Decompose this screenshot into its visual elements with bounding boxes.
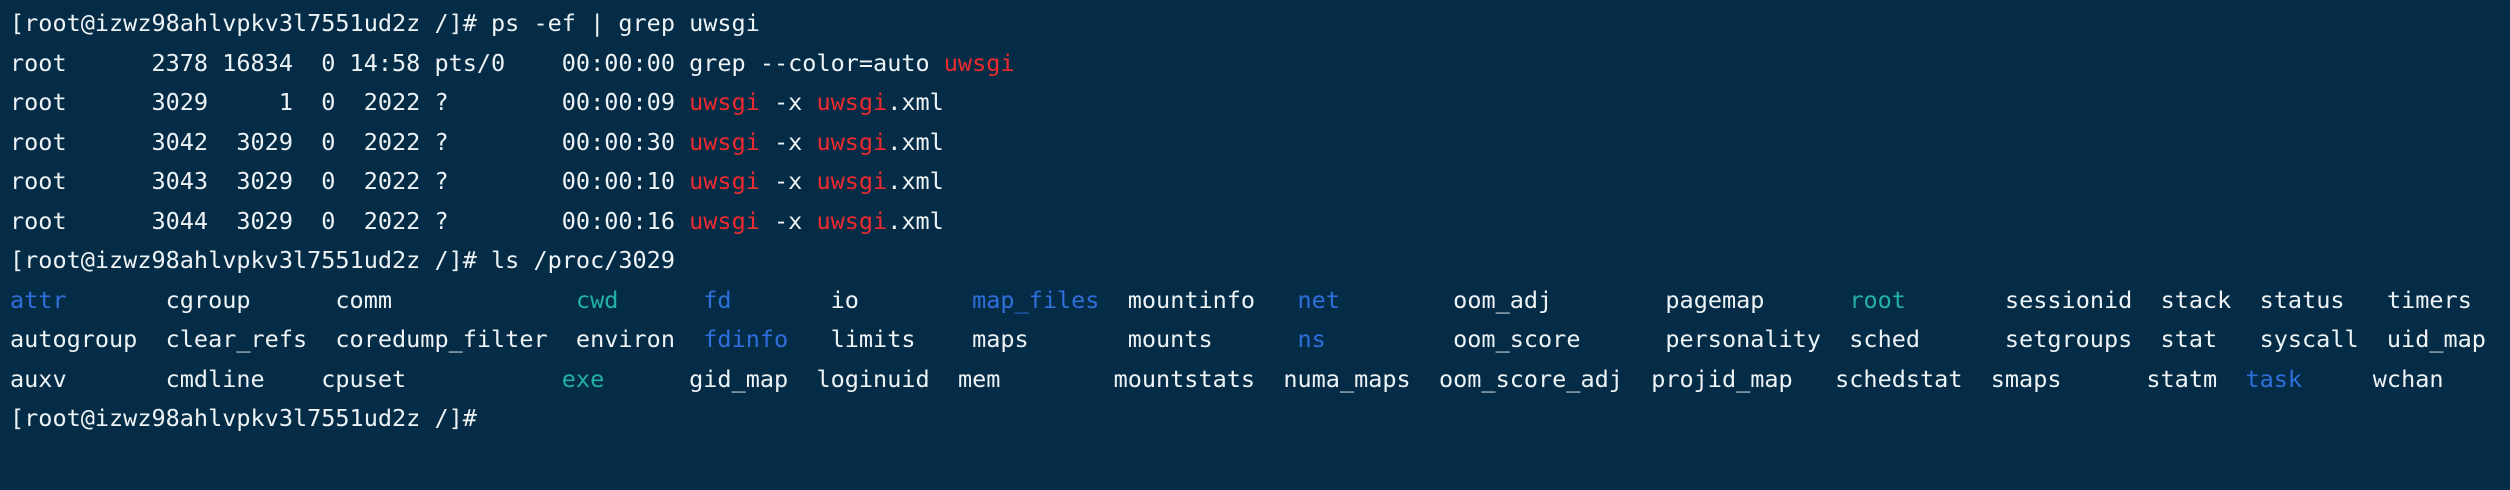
terminal-text-segment: oom_score personality sched setgroups st… (1325, 325, 2486, 353)
terminal-output: [root@izwz98ahlvpkv3l7551ud2z /]# ps -ef… (10, 4, 2510, 439)
terminal-text-segment: uwsgi (816, 167, 888, 195)
terminal-text-segment: mountinfo (1099, 285, 1298, 314)
terminal-text-segment: -x (759, 206, 817, 235)
terminal-text-segment: fdinfo (703, 325, 789, 353)
terminal-text-segment: uwsgi (689, 206, 760, 235)
terminal-text-segment: task (2245, 364, 2303, 393)
terminal-text-segment: .xml (887, 206, 944, 235)
ps-output-row-3042: root 3042 3029 0 2022 ? 00:00:30 uwsgi -… (10, 123, 2510, 163)
terminal-text-segment: -x (759, 127, 817, 156)
terminal-text-segment: -x (759, 88, 817, 116)
terminal-text-segment: fd (703, 285, 732, 314)
terminal-text-segment: wchan (2302, 364, 2444, 393)
terminal-text-segment: [root@izwz98ahlvpkv3l7551ud2z /]# ps -ef… (10, 9, 760, 37)
terminal-text-segment: root 3043 3029 0 2022 ? 00:00:10 (10, 167, 690, 195)
ls-output-row-1: attr cgroup comm cwd fd io map_files mou… (10, 281, 2510, 321)
terminal-text-segment: root (1849, 285, 1906, 314)
terminal-text-segment: cgroup comm (66, 285, 576, 314)
terminal-text-segment: -x (759, 167, 817, 195)
terminal-text-segment: root 3044 3029 0 2022 ? 00:00:16 (10, 206, 690, 235)
ps-output-row-3043: root 3043 3029 0 2022 ? 00:00:10 uwsgi -… (10, 162, 2510, 202)
ps-output-row-3044: root 3044 3029 0 2022 ? 00:00:16 uwsgi -… (10, 202, 2510, 242)
terminal-text-segment: cwd (575, 285, 619, 314)
terminal-text-segment: autogroup clear_refs coredump_filter env… (10, 325, 704, 353)
terminal-text-segment: attr (10, 285, 67, 314)
terminal-text-segment: map_files (972, 285, 1100, 314)
ps-output-row-3029: root 3029 1 0 2022 ? 00:00:09 uwsgi -x u… (10, 83, 2510, 123)
terminal-text-segment: exe (561, 364, 605, 393)
terminal-text-segment: uwsgi (816, 206, 888, 235)
ps-output-row-grep: root 2378 16834 0 14:58 pts/0 00:00:00 g… (10, 44, 2510, 84)
terminal-text-segment: io (731, 285, 973, 314)
ls-output-row-3: auxv cmdline cpuset exe gid_map loginuid… (10, 360, 2510, 400)
terminal-text-segment: limits maps mounts (788, 325, 1298, 353)
terminal-text-segment: uwsgi (689, 127, 760, 156)
terminal-text-segment: uwsgi (816, 127, 888, 156)
terminal-text-segment: uwsgi (816, 88, 888, 116)
terminal-text-segment: net (1297, 285, 1340, 314)
terminal-text-segment (618, 286, 703, 314)
terminal-text-segment: .xml (887, 88, 944, 116)
prompt-line-ls-command: [root@izwz98ahlvpkv3l7551ud2z /]# ls /pr… (10, 241, 2510, 281)
terminal-text-segment: sessionid stack status timers (1905, 285, 2472, 314)
terminal-text-segment: uwsgi (689, 167, 760, 195)
terminal-text-segment: oom_adj pagemap (1339, 285, 1850, 314)
prompt-line-current: [root@izwz98ahlvpkv3l7551ud2z /]# (10, 399, 2510, 439)
terminal-text-segment: root 3042 3029 0 2022 ? 00:00:30 (10, 127, 690, 156)
terminal-text-segment: auxv cmdline cpuset (10, 364, 562, 393)
terminal-text-segment: uwsgi (689, 88, 760, 116)
prompt-line-ps-command: [root@izwz98ahlvpkv3l7551ud2z /]# ps -ef… (10, 4, 2510, 44)
terminal-text-segment: root 2378 16834 0 14:58 pts/0 00:00:00 g… (10, 48, 944, 77)
terminal-text-segment: root 3029 1 0 2022 ? 00:00:09 (10, 88, 690, 116)
terminal-text-segment: [root@izwz98ahlvpkv3l7551ud2z /]# (10, 404, 492, 432)
ls-output-row-2: autogroup clear_refs coredump_filter env… (10, 320, 2510, 360)
terminal-text-segment: .xml (887, 167, 944, 195)
terminal-text-segment: .xml (887, 127, 944, 156)
terminal-text-segment: ns (1297, 325, 1326, 353)
terminal-text-segment: [root@izwz98ahlvpkv3l7551ud2z /]# ls /pr… (10, 246, 675, 274)
terminal-text-segment: uwsgi (943, 48, 1015, 77)
terminal-text-segment: gid_map loginuid mem mountstats numa_map… (604, 364, 2246, 393)
